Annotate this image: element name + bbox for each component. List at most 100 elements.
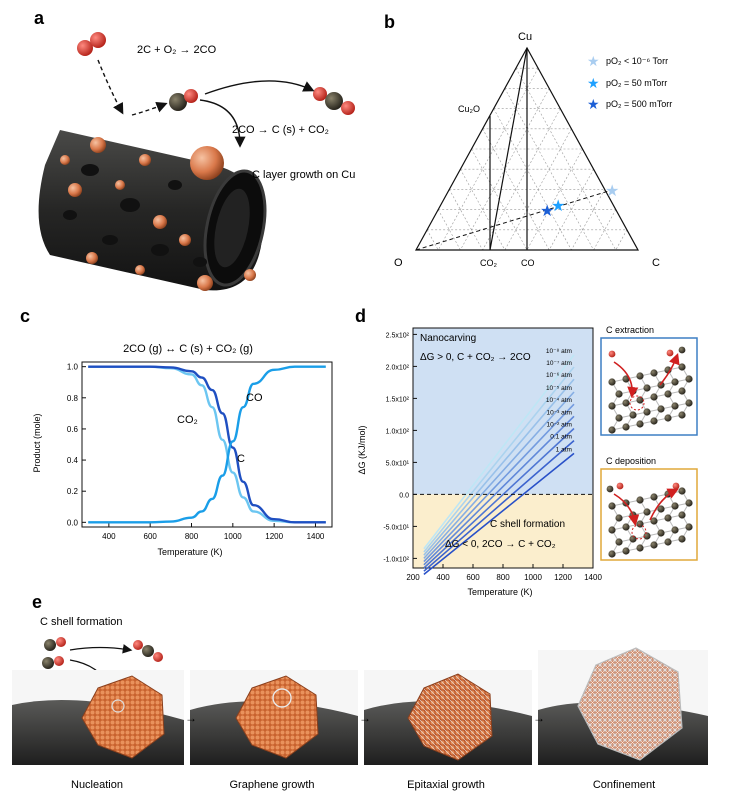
series-line [423, 427, 575, 569]
carbon-atom [657, 405, 665, 413]
x-tick-label: 1400 [307, 532, 325, 541]
series-line [88, 365, 326, 524]
ternary-gridline [504, 88, 594, 251]
ternary-gridline [449, 189, 483, 251]
inset-bottom-title: C deposition [606, 456, 656, 466]
step-label-epitaxial-growth: Epitaxial growth [407, 779, 485, 791]
panel-d-letter: d [355, 306, 366, 326]
star-50-mtorr: ★ [551, 198, 565, 215]
stage-epitaxial-growth [364, 670, 532, 765]
series-end-label: 10⁻⁴ atm [546, 397, 572, 404]
series-end-label: 10⁻⁵ atm [546, 385, 572, 392]
carbon-atom [657, 505, 665, 513]
panel-e: e C shell formation [12, 592, 708, 791]
region-bottom-eq: ΔG < 0, 2CO → C + CO₂ [445, 539, 556, 550]
series-line [423, 452, 575, 576]
series-line [423, 366, 575, 553]
carbon-atom [636, 396, 644, 404]
series-line [88, 365, 326, 524]
carbon-atom [622, 523, 630, 531]
carbon-atom [650, 369, 658, 377]
curve-label-co: CO [246, 392, 263, 404]
series-line [423, 354, 575, 550]
carbon-atom [685, 375, 693, 383]
legend-label-3: pO₂ = 500 mTorr [606, 99, 672, 109]
carbon-atom [664, 514, 672, 522]
carbon-atom [678, 487, 686, 495]
stage-nucleation [12, 670, 184, 765]
carbon-atom [664, 414, 672, 422]
arrow-co-down [199, 99, 246, 148]
ternary-gridline [515, 68, 617, 251]
carbon-atom [615, 390, 623, 398]
vertex-cu: Cu [518, 31, 532, 43]
carbon-atom [615, 414, 623, 422]
carbon-atom [636, 544, 644, 552]
carbon-atom [678, 387, 686, 395]
carbon-atom [608, 550, 616, 558]
y-tick-label: -5.0x10¹ [383, 524, 409, 531]
x-tick-label: 1000 [524, 573, 542, 582]
co2-molecule [313, 87, 355, 115]
label-cu2o: Cu₂O [458, 104, 480, 114]
carbon-atom [615, 538, 623, 546]
reaction-2: 2CO → C (s) + CO₂ [232, 124, 329, 136]
y-tick-label: 1.0x10² [386, 428, 410, 435]
legend-label-1: pO₂ < 10⁻⁶ Torr [606, 56, 668, 66]
ternary-gridline [482, 108, 561, 251]
arrow-co2-release [69, 644, 133, 654]
x-tick-label: 600 [466, 573, 480, 582]
y-tick-label: 0.0 [399, 492, 409, 499]
y-tick-label: -1.0x10² [383, 556, 409, 563]
co2-molecule-e [133, 640, 163, 662]
data-stars: ★ ★ ★ [540, 183, 619, 220]
arrow-step-2: → [359, 711, 371, 725]
ternary-gridline [426, 229, 439, 251]
co-molecule [169, 89, 198, 111]
panel-b: b Cu O C Cu₂O CO₂ CO ★ ★ ★ ★ pO₂ < 10⁻⁶ … [384, 12, 672, 269]
oxygen-atom [608, 350, 616, 358]
series-line [423, 378, 575, 556]
ternary-gridline [615, 229, 628, 251]
ternary-gridline [571, 189, 605, 251]
carbon-atom [608, 426, 616, 434]
y-tick-label: 0.0 [67, 518, 79, 527]
chart-c-xlabel: Temperature (K) [157, 547, 222, 557]
carbon-atom [671, 502, 679, 510]
series-end-label: 10⁻² atm [546, 421, 571, 428]
x-tick-label: 1400 [584, 573, 602, 582]
x-tick-label: 400 [102, 532, 116, 541]
x-tick-label: 1200 [554, 573, 572, 582]
carbon-atom [615, 514, 623, 522]
carbon-atom [657, 529, 665, 537]
carbon-atom [608, 378, 616, 386]
region-top-title: Nanocarving [420, 333, 476, 344]
step-label-graphene-growth: Graphene growth [230, 779, 315, 791]
carbon-atom [608, 402, 616, 410]
inset-c-deposition: C deposition [600, 456, 698, 561]
y-tick-label: 2.5x10² [386, 332, 410, 339]
co-molecule-e1 [44, 637, 66, 651]
carbon-atom [629, 535, 637, 543]
panel-b-letter: b [384, 12, 395, 32]
step-label-nucleation: Nucleation [71, 779, 123, 791]
label-co2: CO₂ [480, 258, 498, 268]
carbon-atom [622, 423, 630, 431]
carbon-atom [636, 496, 644, 504]
o2-molecule [77, 32, 106, 56]
carbon-atom [650, 517, 658, 525]
ternary-gridline [460, 169, 506, 251]
carbon-atom [650, 417, 658, 425]
stage-graphene-growth [190, 670, 358, 765]
carbon-atom [671, 402, 679, 410]
carbon-atom [608, 502, 616, 510]
y-tick-label: 2.0x10² [386, 364, 410, 371]
curve-label-co2: CO₂ [177, 414, 198, 426]
step-label-confinement: Confinement [593, 779, 655, 791]
carbon-atom [622, 547, 630, 555]
vertex-c: C [652, 257, 660, 269]
carbon-atom [636, 372, 644, 380]
carbon-atom [678, 511, 686, 519]
series-end-label: 10⁻⁶ atm [546, 372, 572, 379]
